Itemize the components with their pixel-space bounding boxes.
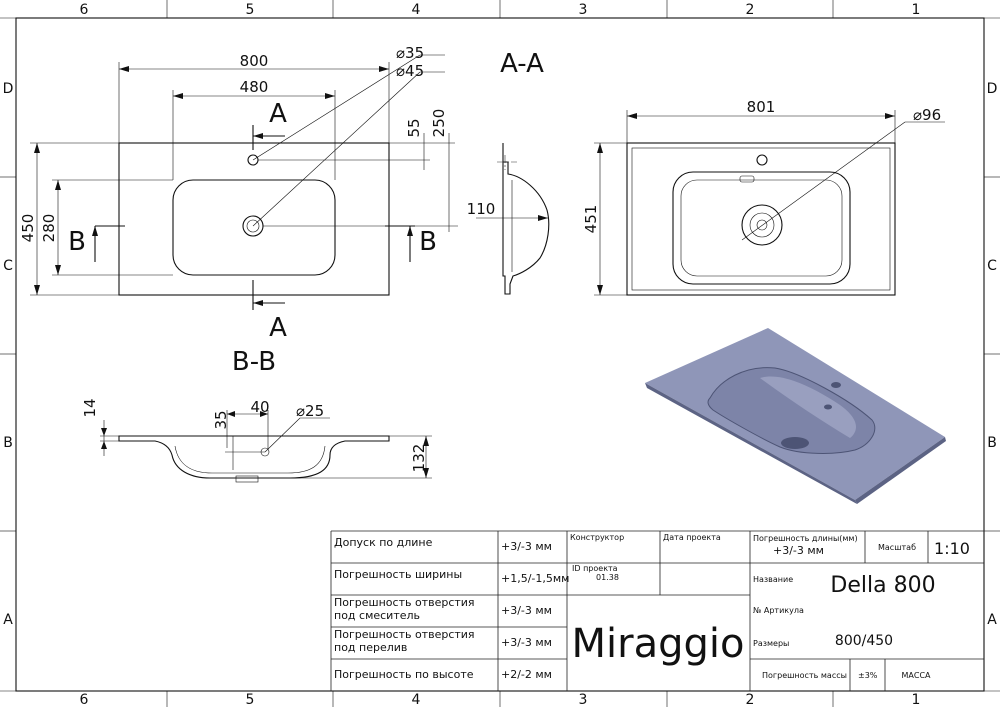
mass-tolerance-value: ±3% <box>858 671 878 680</box>
column-label-bottom: 1 <box>912 692 921 707</box>
column-label-bottom: 6 <box>80 692 89 707</box>
dim-hole-dia: ⌀25 <box>296 402 324 420</box>
dim-hole-small: ⌀35 <box>396 44 424 62</box>
tolerance-label-line: Погрешность отверстия <box>334 628 475 641</box>
scale-value: 1:10 <box>934 539 970 558</box>
dim-drain-dia: ⌀96 <box>913 106 941 124</box>
row-label-left: A <box>3 612 13 628</box>
cut-label-a-top: A <box>269 99 287 129</box>
tolerance-label-line: Погрешность отверстия <box>334 596 475 609</box>
dim-hole-depth: 35 <box>212 410 230 429</box>
column-label-top: 3 <box>579 2 588 18</box>
length-tolerance-value: +3/-3 мм <box>773 544 824 557</box>
right-view <box>594 110 945 296</box>
right-basin-outline <box>626 142 896 296</box>
title-block <box>330 530 984 691</box>
row-label-left: C <box>3 258 13 274</box>
dim-width: 800 <box>240 52 269 70</box>
section-aa-profile <box>476 143 550 295</box>
tolerance-value: +3/-3 мм <box>501 540 552 553</box>
row-label-right: A <box>987 612 997 628</box>
tolerance-label: Допуск по длине <box>334 536 433 549</box>
tolerance-value: +3/-3 мм <box>501 604 552 617</box>
column-label-bottom: 5 <box>246 692 255 707</box>
row-label-right: D <box>987 81 998 97</box>
dim-right-depth: 451 <box>582 205 600 234</box>
dim-bowl-depth: 280 <box>40 214 58 243</box>
dim-section-bb-height: 132 <box>410 444 428 473</box>
basin-render <box>645 328 946 504</box>
tolerance-label: Погрешность отверстия под смеситель <box>334 596 478 622</box>
tolerance-value: +1,5/-1,5мм <box>501 572 569 585</box>
product-name: Della 800 <box>830 573 935 598</box>
article-label: № Артикула <box>753 606 804 615</box>
right-faucet-hole <box>756 154 768 166</box>
size-label: Размеры <box>753 639 789 648</box>
right-bowl-outline <box>672 171 851 285</box>
column-label-bottom: 3 <box>579 692 588 707</box>
tolerance-label: Погрешность по высоте <box>334 668 474 681</box>
dim-offset-250: 250 <box>430 109 448 138</box>
tolerance-label-line: под перелив <box>334 641 407 654</box>
tolerance-label: Погрешность ширины <box>334 568 462 581</box>
dim-thickness: 14 <box>81 398 99 417</box>
project-id-label: ID проекта <box>572 564 618 573</box>
column-label-top: 1 <box>912 2 921 18</box>
section-bb-profile <box>100 410 432 483</box>
cut-label-a-bottom: A <box>269 313 287 343</box>
column-label-top: 4 <box>412 2 421 18</box>
cut-label-b-right: B <box>419 227 437 257</box>
right-drain <box>741 204 783 246</box>
tolerance-value: +2/-2 мм <box>501 668 552 681</box>
size-value: 800/450 <box>835 633 893 649</box>
column-label-top: 6 <box>80 2 89 18</box>
top-view <box>30 54 458 310</box>
dim-hole-large: ⌀45 <box>396 62 424 80</box>
dim-hole-offset: 40 <box>250 398 269 416</box>
column-label-top: 5 <box>246 2 255 18</box>
column-label-bottom: 4 <box>412 692 421 707</box>
project-date-label: Дата проекта <box>663 533 721 542</box>
tolerance-label-line: под смеситель <box>334 609 420 622</box>
column-label-bottom: 2 <box>746 692 755 707</box>
row-label-right: C <box>987 258 997 274</box>
row-label-right: B <box>987 435 997 451</box>
bowl-outline <box>172 179 336 276</box>
row-label-left: D <box>3 81 14 97</box>
cut-label-b-left: B <box>68 227 86 257</box>
name-label: Название <box>753 575 793 584</box>
dim-offset-55: 55 <box>405 118 423 137</box>
project-id-value: 01.38 <box>596 573 619 582</box>
scale-label: Масштаб <box>878 543 916 552</box>
length-tolerance-label: Погрешность длины(мм) <box>753 534 858 543</box>
mass-label: МАССА <box>901 671 931 680</box>
column-label-top: 2 <box>746 2 755 18</box>
dim-bowl-width: 480 <box>240 78 269 96</box>
brand-logo: Miraggio <box>572 621 745 667</box>
tolerance-label: Погрешность отверстия под перелив <box>334 628 478 654</box>
constructor-label: Конструктор <box>570 533 624 542</box>
mass-tolerance-label: Погрешность массы <box>762 671 847 680</box>
tolerance-value: +3/-3 мм <box>501 636 552 649</box>
dim-section-height: 110 <box>467 200 496 218</box>
dim-depth: 450 <box>19 214 37 243</box>
section-aa-title: A-A <box>500 49 544 79</box>
basin-outline <box>118 142 390 296</box>
section-bb-title: B-B <box>232 347 276 377</box>
row-label-left: B <box>3 435 13 451</box>
dim-right-width: 801 <box>747 98 776 116</box>
